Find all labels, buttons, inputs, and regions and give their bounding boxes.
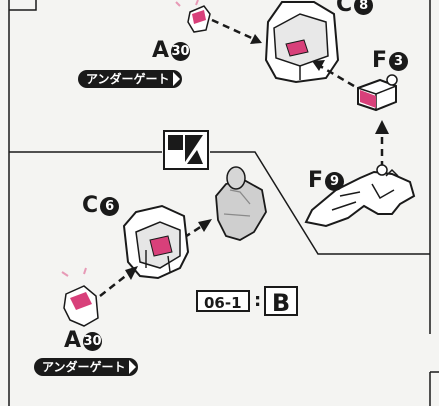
part-a30-bottom — [61, 267, 99, 327]
arrow-icon — [375, 120, 389, 168]
part-letter: F — [372, 48, 388, 73]
reference-colon: : — [254, 290, 262, 311]
part-letter: A — [64, 328, 82, 353]
part-number-badge: 3 — [389, 51, 409, 71]
pill-tail-icon — [172, 72, 180, 86]
part-letter: A — [152, 38, 170, 63]
arrow-icon — [99, 266, 138, 297]
part-a30-top — [175, 0, 211, 33]
reference-code: 06-1 — [196, 290, 250, 312]
part-number-badge: 30 — [83, 331, 103, 351]
arrow-icon — [211, 18, 262, 44]
part-letter: C — [336, 0, 353, 17]
under-gate-badge-top: アンダーゲート — [78, 70, 182, 88]
part-number-badge: 6 — [100, 196, 120, 216]
part-letter: F — [308, 168, 324, 193]
part-number-badge: 8 — [354, 0, 374, 15]
sticker-symbol-icon — [163, 130, 209, 170]
under-gate-badge-bottom: アンダーゲート — [34, 358, 138, 376]
panel-frames — [8, 0, 439, 406]
part-number-badge: 9 — [325, 171, 345, 191]
arrow-icon — [312, 60, 355, 88]
badge-text: アンダーゲート — [86, 72, 170, 86]
part-f9 — [304, 164, 416, 228]
pill-tail-icon — [128, 360, 136, 374]
part-number-badge: 30 — [171, 41, 191, 61]
reference-sheet: B — [264, 286, 298, 317]
part-f3 — [357, 74, 398, 112]
badge-text: アンダーゲート — [42, 360, 126, 374]
part-c8 — [264, 1, 340, 84]
part-gray-joint — [215, 166, 267, 241]
part-letter: C — [82, 193, 99, 218]
part-c6 — [122, 204, 190, 280]
